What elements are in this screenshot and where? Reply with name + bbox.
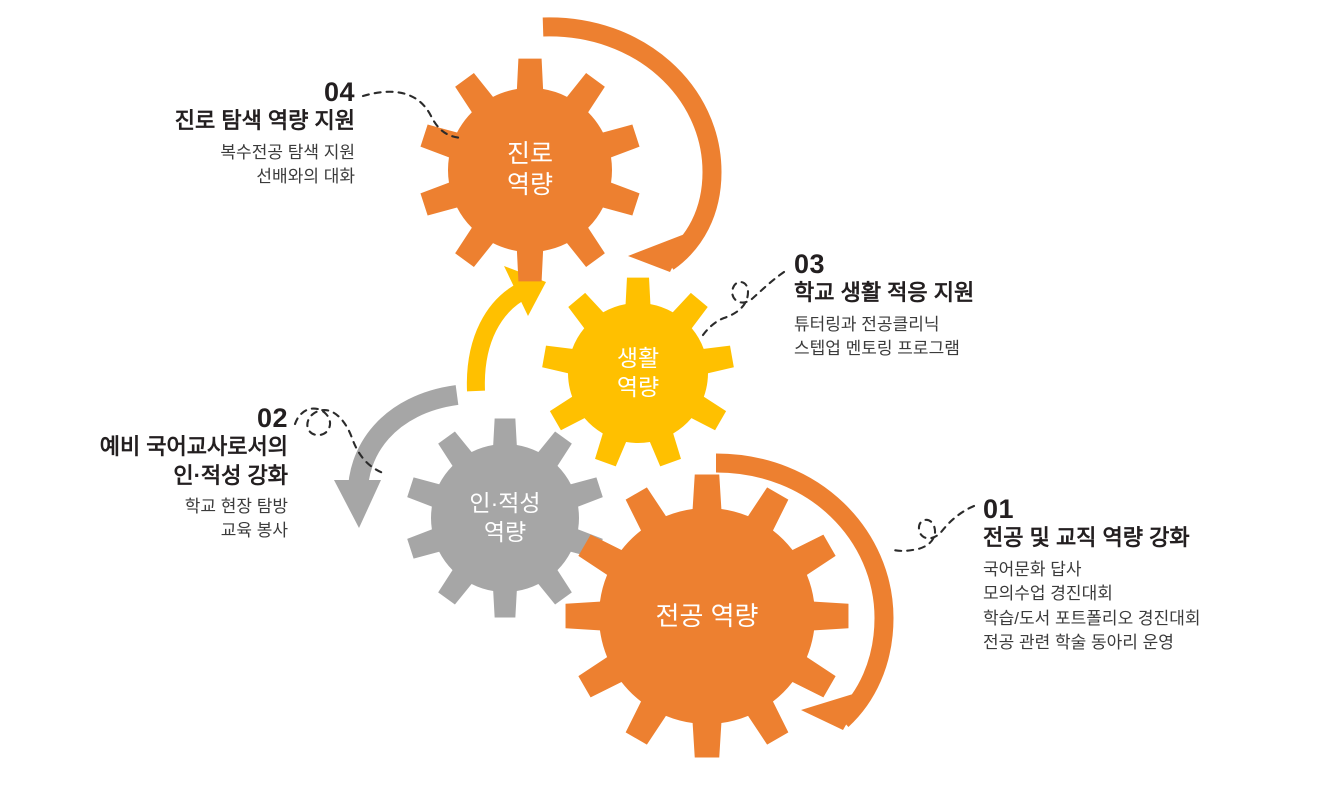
callout-04: 04 진로 탐색 역량 지원 복수전공 탐색 지원 선배와의 대화 <box>60 78 355 190</box>
callout-01: 01 전공 및 교직 역량 강화 국어문화 답사 모의수업 경진대회 학습/도서… <box>983 495 1303 656</box>
arrow-life-up <box>466 266 546 392</box>
callout-01-item: 국어문화 답사 <box>983 559 1082 579</box>
gear-major <box>565 474 849 758</box>
callout-02-title-line: 인·적성 강화 <box>173 462 288 488</box>
arrow-major-bottom <box>715 453 894 730</box>
connector-02 <box>293 407 385 475</box>
connector-03 <box>701 270 786 337</box>
callout-02-item: 학교 현장 탐방 <box>184 496 288 516</box>
connector-01 <box>888 504 976 552</box>
gear-aptitude <box>407 418 603 618</box>
callout-01-title: 전공 및 교직 역량 강화 <box>983 525 1190 551</box>
arrow-aptitude-left <box>334 385 459 528</box>
arrow-career-top <box>542 17 722 272</box>
connector-04 <box>361 90 464 140</box>
callout-04-items: 복수전공 탐색 지원 선배와의 대화 <box>60 141 355 190</box>
callout-04-title: 진로 탐색 역량 지원 <box>174 108 355 134</box>
callout-02-item: 교육 봉사 <box>220 521 288 541</box>
callout-01-item: 전공 관련 학술 동아리 운영 <box>983 633 1174 653</box>
callout-02-title: 예비 국어교사로서의 인·적성 강화 <box>10 433 288 489</box>
callout-01-item: 학습/도서 포트폴리오 경진대회 <box>983 608 1201 628</box>
callout-04-item: 복수전공 탐색 지원 <box>220 142 355 162</box>
callout-01-items: 국어문화 답사 모의수업 경진대회 학습/도서 포트폴리오 경진대회 전공 관련… <box>983 558 1303 657</box>
callout-04-item: 선배와의 대화 <box>256 167 355 187</box>
callout-04-number: 04 <box>323 77 355 107</box>
callout-02: 02 예비 국어교사로서의 인·적성 강화 학교 현장 탐방 교육 봉사 <box>10 404 288 544</box>
callout-03-item: 스텝업 멘토링 프로그램 <box>794 339 960 359</box>
callout-03-item: 튜터링과 전공클리닉 <box>794 314 940 334</box>
callout-03: 03 학교 생활 적응 지원 튜터링과 전공클리닉 스텝업 멘토링 프로그램 <box>794 250 1124 362</box>
callout-03-number: 03 <box>794 249 826 279</box>
callout-02-title-line: 예비 국어교사로서의 <box>99 434 288 460</box>
gear-career <box>420 58 640 282</box>
callout-01-number: 01 <box>983 494 1015 524</box>
callout-03-title: 학교 생활 적응 지원 <box>794 280 975 306</box>
callout-02-items: 학교 현장 탐방 교육 봉사 <box>10 495 288 544</box>
callout-03-items: 튜터링과 전공클리닉 스텝업 멘토링 프로그램 <box>794 313 1124 362</box>
callout-01-item: 모의수업 경진대회 <box>983 584 1113 604</box>
callout-02-number: 02 <box>256 403 288 433</box>
gear-life <box>542 277 734 467</box>
